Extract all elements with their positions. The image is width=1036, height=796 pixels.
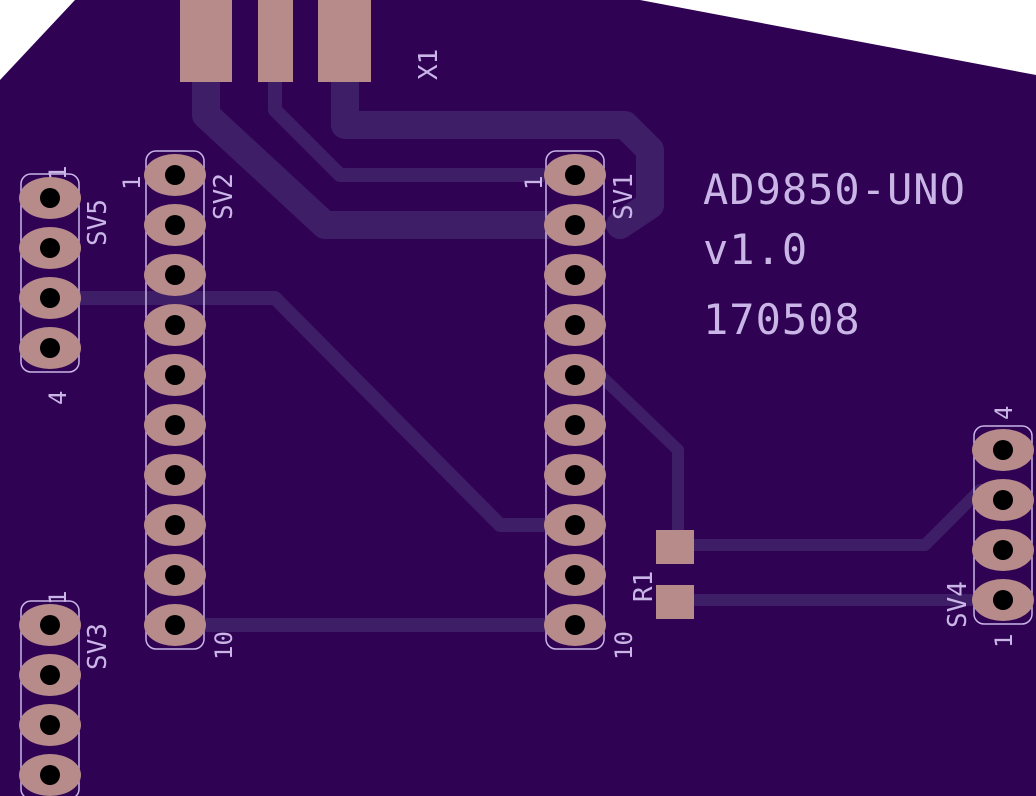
sv3-drill-hole bbox=[40, 765, 60, 785]
trace-x1-pad3 bbox=[331, 66, 664, 239]
sv2-drill-hole bbox=[165, 315, 185, 335]
board-date: 170508 bbox=[703, 295, 861, 344]
r1-label: R1 bbox=[629, 571, 659, 602]
sv4-drill-hole bbox=[993, 440, 1013, 460]
sv3-drill-hole bbox=[40, 615, 60, 635]
sv4-pin4-label: 4 bbox=[990, 406, 1018, 420]
sv2-pin1-label: 1 bbox=[118, 176, 146, 190]
sv1-drill-hole bbox=[565, 615, 585, 635]
sv1-label: SV1 bbox=[609, 173, 639, 220]
r1-pad-1 bbox=[656, 530, 694, 564]
sv1-outline bbox=[545, 150, 605, 650]
board-version: v1.0 bbox=[703, 225, 808, 274]
sv2-outline bbox=[145, 150, 205, 650]
sv5-drill-hole bbox=[40, 288, 60, 308]
header-sv4 bbox=[972, 425, 1034, 625]
sv2-drill-hole bbox=[165, 565, 185, 585]
sv1-drill-hole bbox=[565, 365, 585, 385]
header-sv1 bbox=[544, 150, 606, 650]
sv4-label: SV4 bbox=[943, 581, 973, 628]
sv4-pin1-label: 1 bbox=[990, 634, 1018, 648]
sv2-drill-hole bbox=[165, 515, 185, 535]
connector-x1: X1 bbox=[180, 0, 444, 82]
sv1-drill-hole bbox=[565, 265, 585, 285]
sv4-drill-hole bbox=[993, 490, 1013, 510]
sv5-pin4-label: 4 bbox=[44, 391, 72, 405]
header-sv3 bbox=[19, 600, 81, 796]
header-sv2 bbox=[144, 150, 206, 650]
sv3-pin1-label: 1 bbox=[44, 591, 72, 605]
trace-sv5-sv1 bbox=[43, 291, 582, 532]
sv5-outline bbox=[20, 173, 80, 373]
board-title: AD9850-UNO bbox=[703, 165, 966, 214]
resistor-r1: R1 bbox=[629, 530, 694, 619]
sv2-drill-hole bbox=[165, 265, 185, 285]
sv5-label: SV5 bbox=[83, 199, 113, 246]
sv4-outline bbox=[973, 425, 1033, 625]
sv5-drill-hole bbox=[40, 238, 60, 258]
sv4-drill-hole bbox=[993, 590, 1013, 610]
sv1-pin1-label: 1 bbox=[520, 176, 548, 190]
x1-pad-3 bbox=[318, 0, 371, 82]
sv5-drill-hole bbox=[40, 338, 60, 358]
sv5-pin1-label: 1 bbox=[44, 166, 72, 180]
sv3-drill-hole bbox=[40, 715, 60, 735]
x1-pad-2 bbox=[258, 0, 293, 82]
sv1-pin10-label: 10 bbox=[610, 631, 638, 660]
x1-pad-1 bbox=[180, 0, 232, 82]
sv1-drill-hole bbox=[565, 165, 585, 185]
sv1-drill-hole bbox=[565, 415, 585, 435]
sv2-drill-hole bbox=[165, 165, 185, 185]
sv3-drill-hole bbox=[40, 665, 60, 685]
sv1-drill-hole bbox=[565, 215, 585, 235]
sv1-drill-hole bbox=[565, 315, 585, 335]
trace-x1-pad1 bbox=[192, 66, 574, 239]
sv2-drill-hole bbox=[165, 215, 185, 235]
sv4-drill-hole bbox=[993, 540, 1013, 560]
sv2-label: SV2 bbox=[209, 173, 239, 220]
sv2-drill-hole bbox=[165, 465, 185, 485]
sv3-outline bbox=[20, 600, 80, 796]
traces bbox=[43, 66, 1009, 632]
sv5-drill-hole bbox=[40, 188, 60, 208]
r1-pad-2 bbox=[656, 585, 694, 619]
sv2-drill-hole bbox=[165, 415, 185, 435]
sv2-drill-hole bbox=[165, 615, 185, 635]
sv2-drill-hole bbox=[165, 365, 185, 385]
sv3-label: SV3 bbox=[83, 623, 113, 670]
sv1-drill-hole bbox=[565, 515, 585, 535]
sv1-drill-hole bbox=[565, 565, 585, 585]
sv1-drill-hole bbox=[565, 465, 585, 485]
header-sv5 bbox=[19, 173, 81, 373]
silkscreen: AD9850-UNO v1.0 170508 SV1 SV2 SV3 SV4 S… bbox=[44, 165, 1018, 670]
trace-x1-pad2 bbox=[268, 73, 577, 182]
x1-label: X1 bbox=[414, 49, 444, 80]
sv2-pin10-label: 10 bbox=[210, 631, 238, 660]
